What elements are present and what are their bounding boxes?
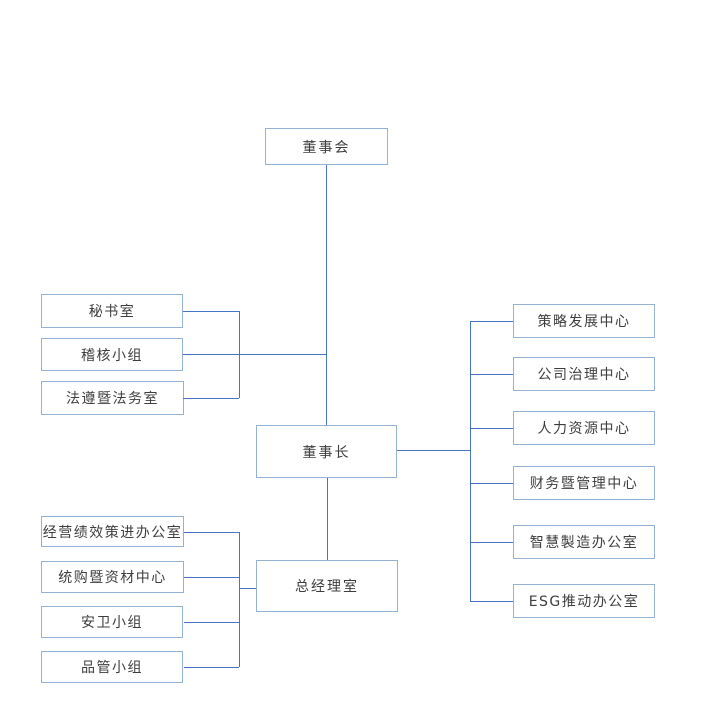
node-smart-manufacturing-office: 智慧製造办公室 [513,525,655,559]
connector-staff-to-mainline [183,354,326,355]
node-human-resources-center-label: 人力资源中心 [537,421,631,437]
node-chairman-label: 董事长 [302,444,351,461]
node-smart-manufacturing-office-label: 智慧製造办公室 [529,535,639,551]
connector-quality-stub [184,667,239,668]
connector-units-to-gm [239,588,256,589]
node-safety-health-team-label: 安卫小组 [81,615,143,631]
node-general-manager: 总经理室 [256,560,398,612]
node-audit-team: 稽核小组 [41,338,183,371]
connector-centers-vertical [470,321,471,601]
node-procurement-materials-center: 统购暨资材中心 [41,561,184,593]
node-procurement-materials-center-label: 统购暨资材中心 [58,570,167,586]
connector-governance-stub [470,374,513,375]
node-quality-control-team-label: 品管小组 [81,660,143,676]
connector-staff-vertical [239,311,240,398]
node-board: 董事会 [265,128,388,165]
connector-procurement-stub [184,577,239,578]
connector-legal-stub [183,398,239,399]
node-secretariat-office-label: 秘书室 [88,304,136,320]
node-human-resources-center: 人力资源中心 [513,411,655,445]
connector-strategy-stub [470,321,513,322]
node-business-performance-office-label: 经营绩效策进办公室 [42,524,183,541]
connector-secretariat-stub [183,311,239,312]
node-safety-health-team: 安卫小组 [41,606,183,638]
node-legal-compliance-office: 法遵暨法务室 [41,381,184,415]
connector-gm-units-vertical [239,532,240,667]
connector-esg-stub [470,601,513,602]
node-business-performance-office: 经营绩效策进办公室 [41,516,184,547]
node-finance-management-center-label: 财务暨管理中心 [529,476,639,492]
connector-hr-stub [470,428,513,429]
node-audit-team-label: 稽核小组 [81,347,143,364]
node-chairman: 董事长 [256,425,397,478]
connector-safety-stub [184,622,239,623]
node-esg-promotion-office: ESG推动办公室 [513,584,655,618]
node-esg-promotion-office-label: ESG推动办公室 [528,594,640,610]
connector-smart-mfg-stub [470,542,513,543]
node-strategy-development-center: 策略发展中心 [513,304,655,338]
connector-finance-stub [470,483,513,484]
node-general-manager-label: 总经理室 [295,579,359,595]
node-board-label: 董事会 [302,139,351,156]
connector-chairman-to-centers [397,450,470,451]
node-quality-control-team: 品管小组 [41,651,183,683]
node-finance-management-center: 财务暨管理中心 [513,466,655,500]
node-secretariat-office: 秘书室 [41,294,183,328]
connector-performance-stub [184,532,239,533]
node-corporate-governance-center-label: 公司治理中心 [537,367,631,383]
node-corporate-governance-center: 公司治理中心 [513,357,655,391]
node-strategy-development-center-label: 策略发展中心 [537,314,631,330]
connector-chairman-general-manager [327,478,328,560]
connector-board-chairman [326,165,327,425]
node-legal-compliance-office-label: 法遵暨法务室 [66,391,159,407]
